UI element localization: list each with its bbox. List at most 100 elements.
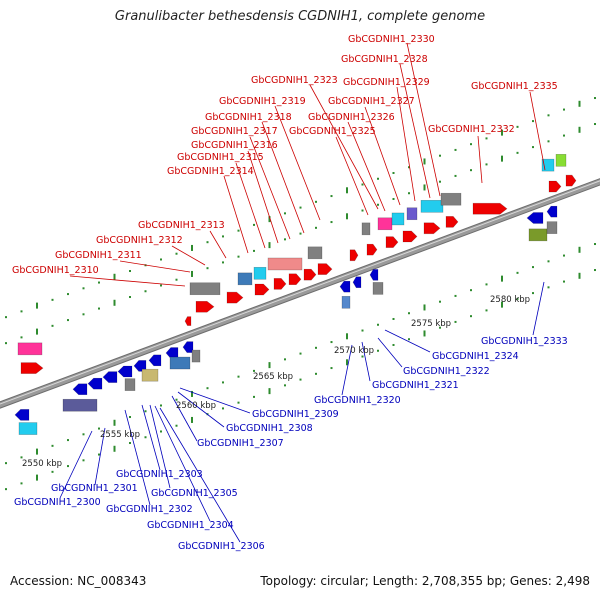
tick-mark: [532, 266, 534, 269]
tick-mark: [5, 316, 7, 319]
tick-mark: [346, 333, 348, 340]
feature-box: [555, 154, 567, 167]
gene-label: GbCGDNIH1_2307: [197, 438, 284, 449]
tick-mark: [160, 404, 162, 407]
tick-mark: [284, 238, 286, 241]
tick-mark: [563, 134, 565, 137]
tick-mark: [222, 407, 224, 410]
tick-mark: [113, 273, 116, 280]
tick-mark: [485, 309, 488, 312]
feature-box: [17, 342, 43, 356]
gene-track: [14, 154, 577, 435]
tick-mark: [67, 319, 69, 322]
gene-label: GbCGDNIH1_2333: [481, 336, 568, 347]
tick-mark: [113, 419, 116, 426]
tick-mark: [408, 312, 410, 315]
gene-label: GbCGDNIH1_2326: [308, 112, 395, 123]
feature-box: [124, 378, 136, 391]
label-leader: [223, 175, 249, 254]
tick-mark: [51, 470, 54, 473]
tick-mark: [67, 439, 69, 442]
tick-mark: [98, 281, 100, 284]
tick-mark: [346, 359, 348, 366]
tick-mark: [361, 183, 364, 186]
feature-box: [307, 246, 323, 260]
tick-mark: [82, 433, 85, 436]
label-leader: [154, 405, 211, 522]
tick-mark: [392, 317, 395, 320]
feature-box: [440, 192, 462, 206]
gene-label: GbCGDNIH1_2322: [403, 366, 490, 377]
tick-mark: [501, 129, 503, 136]
tick-mark: [439, 154, 441, 157]
tick-mark: [299, 352, 302, 355]
tick-mark: [36, 328, 38, 335]
kbp-label: 2565 kbp: [253, 372, 293, 382]
tick-mark: [423, 304, 426, 311]
label-leader: [532, 281, 545, 336]
tick-mark: [361, 329, 364, 332]
label-leader: [384, 329, 431, 353]
gene-label: GbCGDNIH1_2301: [51, 483, 138, 494]
tick-mark: [299, 232, 302, 235]
tick-mark: [423, 158, 426, 165]
label-leader: [69, 275, 186, 287]
tick-mark: [222, 235, 224, 238]
tick-mark: [315, 200, 317, 203]
forward-gene: [402, 230, 418, 243]
forward-gene: [565, 174, 577, 187]
tick-mark: [315, 226, 317, 229]
tick-mark: [454, 320, 457, 323]
tick-mark: [268, 388, 271, 395]
feature-box: [253, 266, 267, 280]
kbp-label: 2550 kbp: [22, 459, 62, 469]
tick-mark: [578, 246, 581, 253]
label-leader: [364, 106, 401, 206]
gene-label: GbCGDNIH1_2315: [177, 152, 264, 163]
tick-mark: [485, 137, 488, 140]
tick-mark: [377, 203, 379, 206]
label-leader: [406, 42, 441, 197]
tick-mark: [191, 244, 193, 251]
forward-gene: [385, 236, 399, 248]
tick-mark: [253, 369, 255, 372]
tick-mark: [408, 192, 410, 195]
tick-mark: [578, 126, 581, 133]
tick-mark: [377, 323, 379, 326]
tick-mark: [439, 300, 441, 303]
forward-gene: [288, 273, 302, 286]
gene-label: GbCGDNIH1_2328: [341, 54, 428, 65]
tick-mark: [454, 148, 457, 151]
tick-mark: [470, 169, 472, 172]
gene-label: GbCGDNIH1_2323: [251, 75, 338, 86]
tick-mark: [222, 381, 224, 384]
tick-mark: [532, 146, 534, 149]
tick-mark: [547, 260, 550, 263]
gene-label: GbCGDNIH1_2309: [252, 409, 339, 420]
reverse-gene: [352, 276, 362, 288]
gene-label: GbCGDNIH1_2321: [372, 380, 459, 391]
tick-mark: [160, 284, 162, 287]
gene-label: GbCGDNIH1_2329: [343, 77, 430, 88]
accession-text: Accession: NC_008343: [10, 574, 147, 588]
tick-mark: [5, 342, 7, 345]
gene-label: GbCGDNIH1_2308: [226, 423, 313, 434]
gene-label: GbCGDNIH1_2318: [205, 112, 292, 123]
tick-mark: [98, 427, 100, 430]
forward-gene: [349, 249, 359, 262]
forward-gene: [273, 278, 287, 290]
tick-mark: [206, 387, 209, 390]
label-leader: [149, 404, 171, 489]
reverse-gene: [102, 371, 118, 383]
tick-mark: [346, 187, 348, 194]
feature-box: [528, 228, 548, 242]
gene-label: GbCGDNIH1_2310: [12, 265, 99, 276]
tick-mark: [20, 336, 23, 339]
tick-mark: [175, 252, 178, 255]
tick-mark: [237, 401, 240, 404]
tick-mark: [237, 229, 240, 232]
tick-mark: [67, 465, 69, 468]
tick-mark: [392, 343, 395, 346]
tick-mark: [516, 151, 519, 154]
label-leader: [119, 260, 191, 273]
